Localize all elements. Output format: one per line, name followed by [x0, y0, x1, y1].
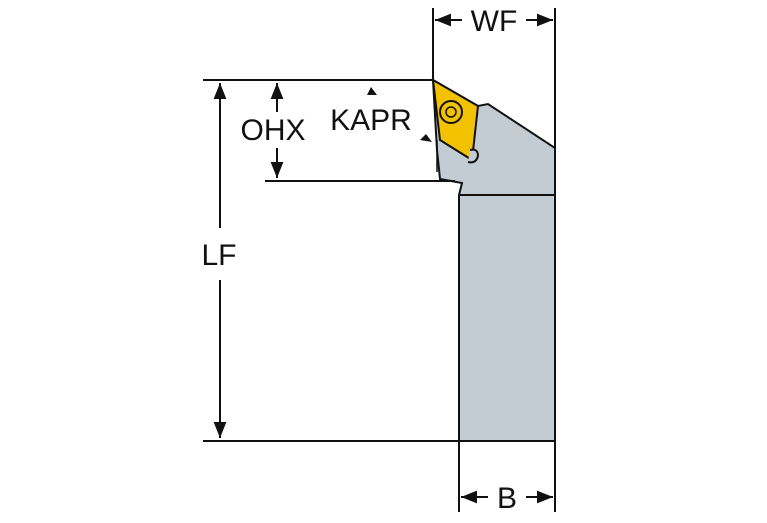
- cutting-insert: [431, 78, 480, 164]
- kapr-dimension: KAPR: [330, 87, 432, 142]
- wf-label: WF: [471, 5, 518, 38]
- wf-dimension: WF: [435, 5, 553, 38]
- ohx-dimension: OHX: [240, 83, 306, 178]
- b-label: B: [497, 482, 517, 515]
- ohx-label: OHX: [240, 114, 305, 147]
- torx-screw-icon: [439, 100, 463, 124]
- lf-dimension: LF: [201, 83, 237, 438]
- b-dimension: B: [461, 482, 553, 515]
- kapr-label: KAPR: [330, 104, 412, 137]
- extension-lines: [203, 8, 556, 512]
- lf-label: LF: [201, 239, 236, 272]
